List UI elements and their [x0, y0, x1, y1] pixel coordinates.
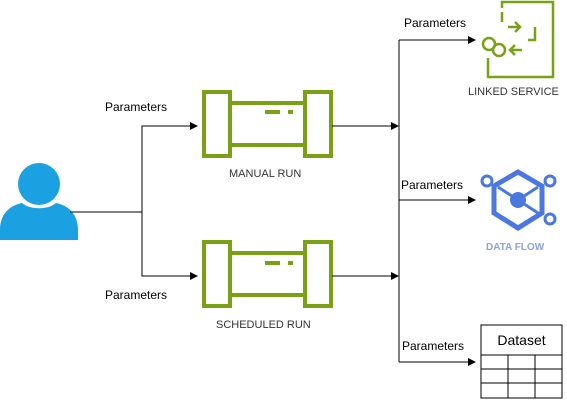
linked-service-icon — [481, 0, 555, 79]
user-connectors — [70, 122, 198, 280]
edge-label-dataset: Parameters — [402, 339, 465, 353]
pipeline-icon — [202, 240, 333, 308]
dataset-title: Dataset — [497, 332, 546, 348]
data-flow-label: DATA FLOW — [486, 242, 545, 253]
data-flow-icon — [480, 169, 557, 231]
user-icon — [0, 163, 78, 240]
run-connectors — [332, 36, 476, 366]
edge-label-data-flow: Parameters — [401, 178, 464, 192]
edge-label-manual: Parameters — [105, 100, 168, 114]
scheduled-run-label: SCHEDULED RUN — [216, 319, 311, 331]
pipeline-icon — [202, 90, 333, 158]
edge-label-linked-service: Parameters — [404, 16, 467, 30]
edge-label-scheduled: Parameters — [105, 288, 168, 302]
linked-service-label: LINKED SERVICE — [468, 86, 559, 98]
manual-run-label: MANUAL RUN — [229, 168, 302, 180]
table-icon — [480, 324, 563, 399]
